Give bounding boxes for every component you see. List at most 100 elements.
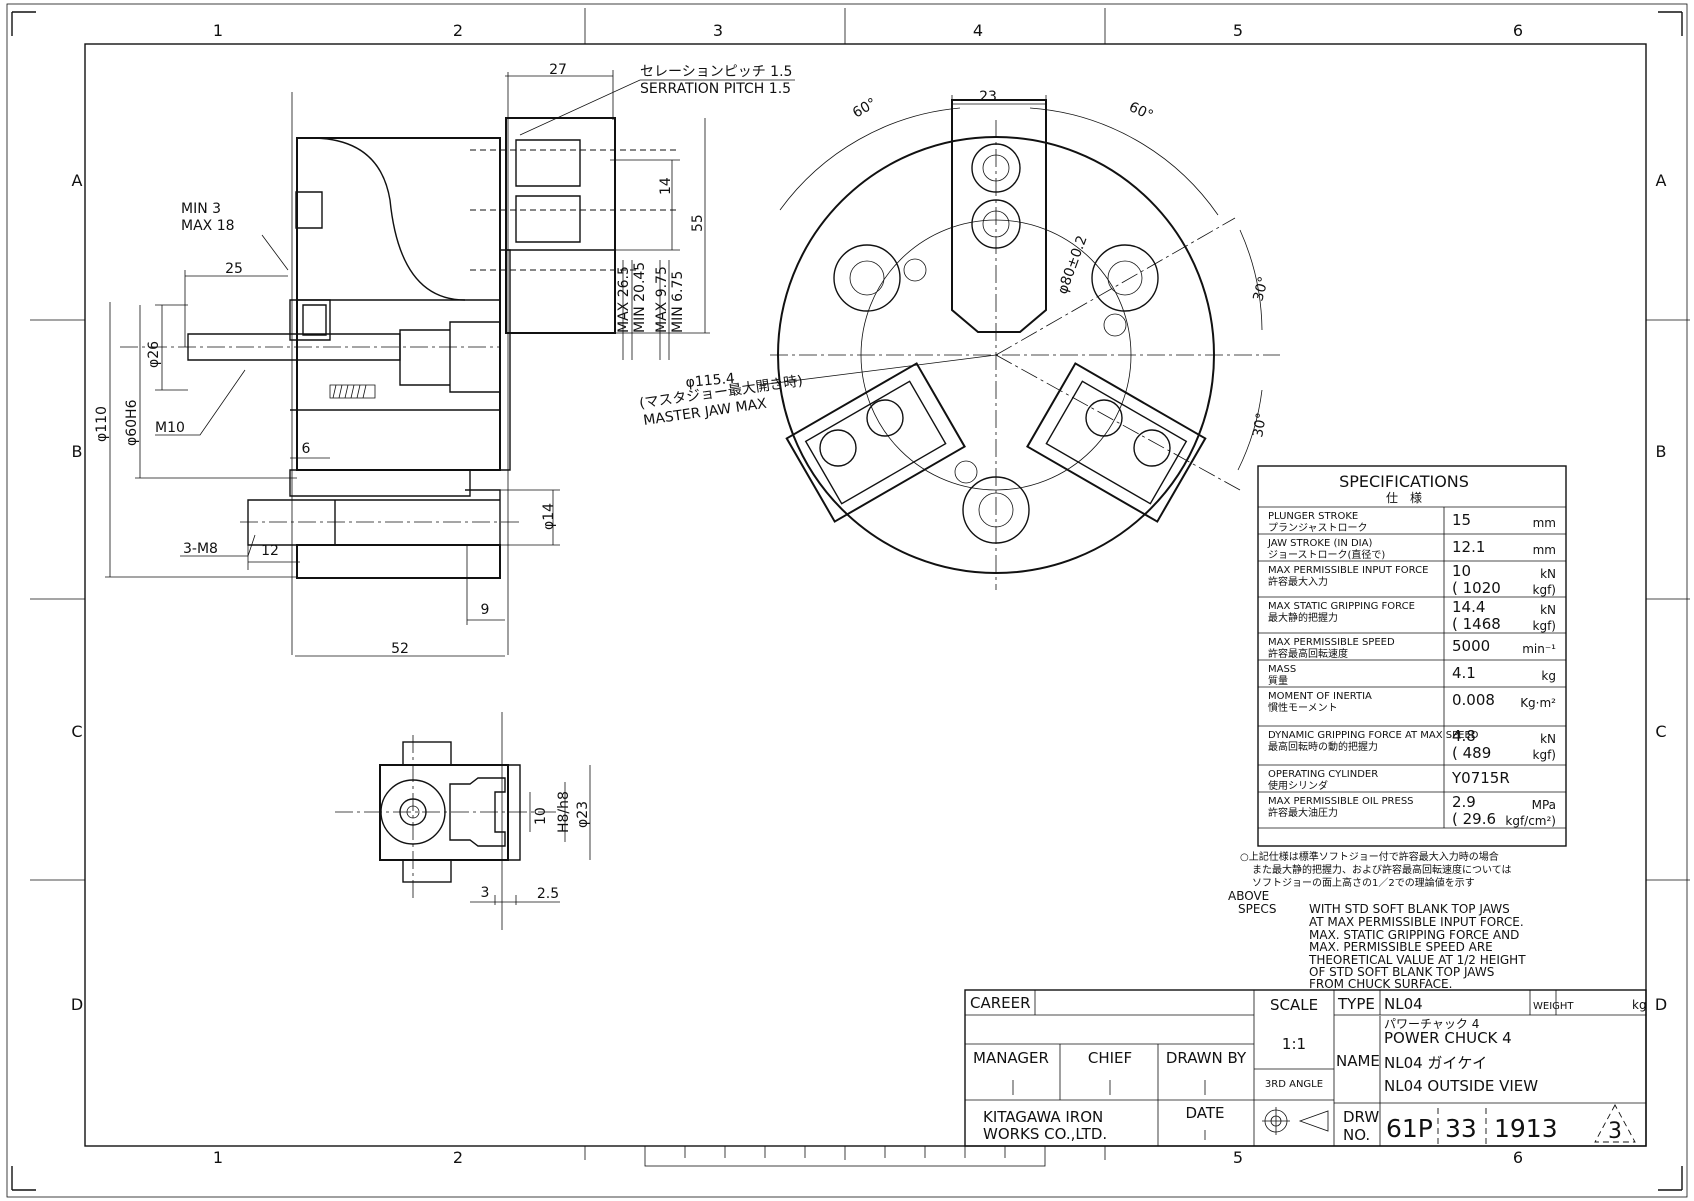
spec-value: 0.008: [1452, 691, 1495, 709]
name-en-2: NL04 OUTSIDE VIEW: [1384, 1077, 1538, 1095]
weight-label: WEIGHT: [1533, 1001, 1574, 1012]
spec-value: 10: [1452, 562, 1471, 580]
spec-label-en: OPERATING CYLINDER: [1268, 769, 1378, 780]
dim-3-m8: 3-M8: [183, 541, 218, 557]
col-label-1: 1: [213, 21, 223, 40]
note-label-above: ABOVE: [1228, 889, 1269, 903]
dim-phi14: φ14: [541, 503, 557, 530]
max-18: MAX 18: [181, 218, 235, 234]
spec-value: 2.9: [1452, 793, 1476, 811]
col-label-5: 5: [1233, 21, 1243, 40]
weight-unit: kg: [1632, 998, 1647, 1012]
note-en-3: MAX. STATIC GRIPPING FORCE AND: [1309, 928, 1519, 942]
dim-9: 9: [481, 602, 490, 618]
specs-title-jp: 仕 様: [1386, 491, 1422, 505]
serration-jp: セレーションピッチ 1.5: [640, 64, 792, 80]
dim-phi110: φ110: [94, 406, 110, 442]
note-jp-2: また最大静的把握力、および許容最高回転速度については: [1252, 863, 1512, 876]
col-label-6: 6: [1513, 21, 1523, 40]
front-view: [770, 99, 1280, 590]
spec-value-secondary: ( 489: [1452, 744, 1491, 762]
spec-unit: min⁻¹: [1522, 642, 1556, 656]
spec-unit-secondary: kgf): [1533, 748, 1556, 762]
note-en-6: OF STD SOFT BLANK TOP JAWS: [1309, 965, 1494, 979]
dim-min-6-75: MIN 6.75: [670, 271, 686, 333]
spec-value: 4.8: [1452, 727, 1476, 745]
spec-value: 15: [1452, 511, 1471, 529]
col-label-1-bottom: 1: [213, 1148, 223, 1167]
type-value: NL04: [1384, 995, 1423, 1013]
drw-label-1: DRW: [1343, 1108, 1379, 1126]
chief-label: CHIEF: [1088, 1049, 1132, 1067]
spec-value: 5000: [1452, 637, 1490, 655]
spec-value-secondary: ( 1468: [1452, 615, 1501, 633]
col-label-2-bottom: 2: [453, 1148, 463, 1167]
spec-label-en: PLUNGER STROKE: [1268, 511, 1358, 522]
dim-max-26-5: MAX 26.5: [616, 266, 632, 333]
spec-label-en: DYNAMIC GRIPPING FORCE AT MAX SPEED: [1268, 730, 1479, 741]
date-label: DATE: [1185, 1104, 1224, 1122]
scale-ticks: [684, 1146, 1006, 1158]
projection-label: 3RD ANGLE: [1265, 1079, 1323, 1090]
spec-unit-secondary: kgf): [1533, 619, 1556, 633]
scale-bar: [644, 1145, 1046, 1167]
spec-value: Y0715R: [1451, 769, 1510, 787]
note-jp-3: ソフトジョーの面上高さの1／2での理論値を示す: [1252, 876, 1475, 889]
spec-value: 14.4: [1452, 598, 1485, 616]
spec-unit: Kg·m²: [1520, 696, 1556, 710]
jaw-detail-view: [335, 712, 560, 930]
serration-en: SERRATION PITCH 1.5: [640, 81, 791, 97]
drawn-by-label: DRAWN BY: [1166, 1049, 1247, 1067]
zone-ticks: [30, 8, 1690, 1160]
min-3: MIN 3: [181, 201, 221, 217]
dim-10: 10: [533, 807, 549, 825]
dim-3: 3: [481, 885, 490, 901]
col-label-4: 4: [973, 21, 983, 40]
third-angle-projection-icon: [1262, 1107, 1329, 1135]
note-en-7: FROM CHUCK SURFACE.: [1309, 977, 1452, 991]
dim-25: 25: [225, 261, 243, 277]
spec-unit: kN: [1540, 732, 1556, 746]
row-label-d-right: D: [1655, 995, 1667, 1014]
note-en-4: MAX. PERMISSIBLE SPEED ARE: [1309, 940, 1493, 954]
row-label-a: A: [72, 171, 83, 190]
dim-55: 55: [690, 214, 706, 232]
spec-value-secondary: ( 29.6: [1452, 810, 1496, 828]
scale-value: 1:1: [1282, 1035, 1306, 1053]
spec-label-jp: プランジャストローク: [1268, 522, 1368, 534]
col-label-3: 3: [713, 21, 723, 40]
row-label-b: B: [72, 442, 83, 461]
note-label-specs: SPECS: [1238, 902, 1276, 916]
dim-6: 6: [302, 441, 311, 457]
spec-label-en: MAX PERMISSIBLE SPEED: [1268, 637, 1395, 648]
spec-unit: mm: [1533, 543, 1556, 557]
manager-label: MANAGER: [973, 1049, 1049, 1067]
spec-unit: kg: [1541, 669, 1556, 683]
scale-label: SCALE: [1270, 996, 1318, 1014]
spec-label-en: MAX PERMISSIBLE INPUT FORCE: [1268, 565, 1428, 576]
note-en-2: AT MAX PERMISSIBLE INPUT FORCE.: [1309, 915, 1524, 929]
spec-label-en: JAW STROKE (IN DIA): [1267, 538, 1372, 549]
note-jp-1: ○上記仕様は標準ソフトジョー付で許容最大入力時の場合: [1240, 850, 1499, 863]
dim-phi23: φ23: [575, 801, 591, 828]
spec-unit: MPa: [1532, 798, 1556, 812]
drw-number-part-3: 1913: [1494, 1114, 1558, 1143]
spec-label-jp: 許容最大油圧力: [1268, 806, 1338, 819]
corner-marks: [11, 11, 1683, 1191]
specs-title: SPECIFICATIONS: [1339, 472, 1469, 491]
dim-phi26: φ26: [146, 341, 162, 368]
dim-12: 12: [261, 543, 279, 559]
dim-phi80: φ80±0.2: [1055, 234, 1091, 297]
spec-notes: ○上記仕様は標準ソフトジョー付で許容最大入力時の場合 また最大静的把握力、および…: [1228, 850, 1526, 991]
spec-label-jp: 最大静的把握力: [1268, 611, 1338, 624]
angle-30-top: 30°: [1250, 275, 1272, 303]
title-block: CAREER MANAGER CHIEF DRAWN BY DATE KITAG…: [964, 989, 1647, 1147]
dim-phi60h6: φ60H6: [124, 399, 140, 446]
spec-label-jp: 慣性モーメント: [1268, 701, 1338, 714]
company-line-2: WORKS CO.,LTD.: [983, 1125, 1107, 1143]
